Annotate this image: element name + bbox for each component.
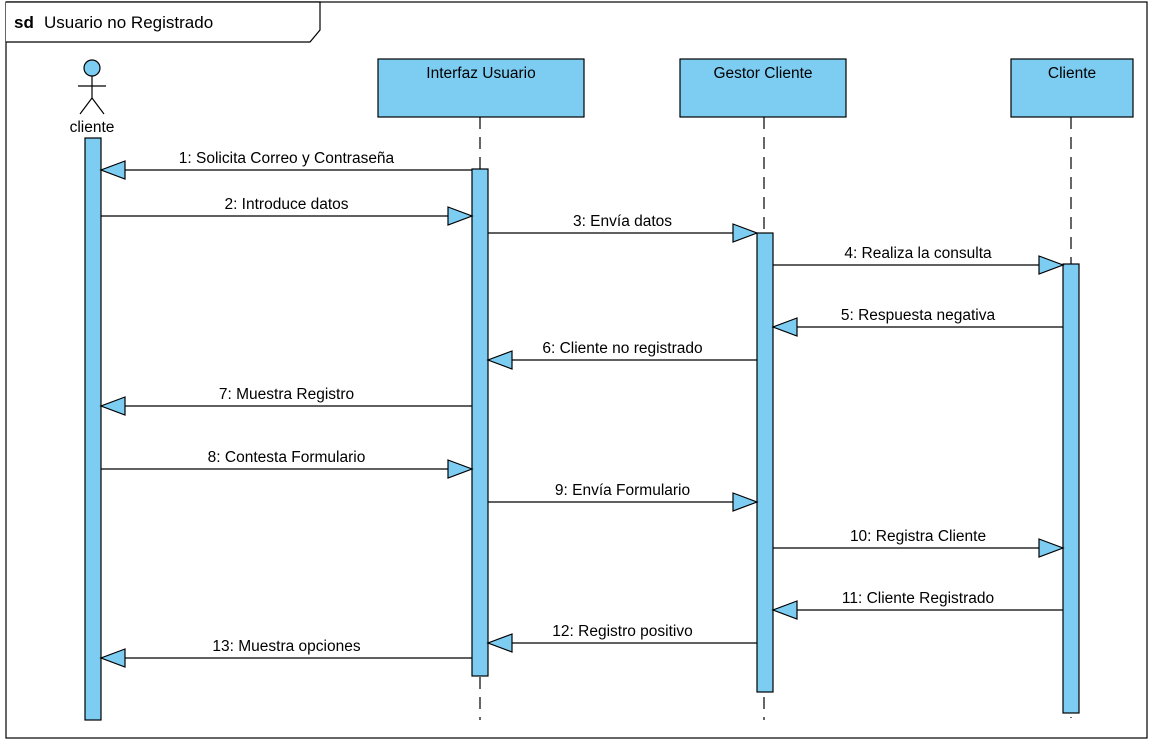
arrowhead-icon [771,317,798,337]
arrowhead-icon [447,206,474,226]
message-label: 13: Muestra opciones [212,638,360,655]
message-label: 4: Realiza la consulta [844,245,992,262]
message-label: 12: Registro positivo [552,623,692,640]
arrowhead-icon [99,396,126,416]
message-label: 10: Registra Cliente [850,528,986,545]
message-2: 2: Introduce datos [101,196,474,226]
stick-figure-icon [78,59,106,115]
message-3: 3: Envía datos [488,213,759,243]
arrowhead-icon [1038,538,1065,558]
lifeline-gestor: Gestor Cliente [679,58,847,118]
message-label: 1: Solicita Correo y Contraseña [179,150,395,167]
activation-actor [84,137,102,721]
messages: 1: Solicita Correo y Contraseña 2: Introd… [99,150,1065,668]
lifeline-head-cliente-obj [1010,58,1134,118]
arrowhead-icon [486,633,513,653]
arrowhead-icon [771,600,798,620]
frame-title: Usuario no Registrado [44,13,213,32]
message-1: 1: Solicita Correo y Contraseña [99,150,472,180]
message-7: 7: Muestra Registro [99,386,472,416]
message-13: 13: Muestra opciones [99,638,472,668]
arrowhead-icon [732,223,759,243]
frame-tab [6,1,321,43]
message-6: 6: Cliente no registrado [486,340,757,370]
message-12: 12: Registro positivo [486,623,757,653]
message-11: 11: Cliente Registrado [771,590,1063,620]
frame-keyword: sd [14,13,34,32]
message-label: 5: Respuesta negativa [841,307,996,324]
frame-border [5,1,1148,739]
lifeline-head-interfaz [377,58,585,118]
message-label: 8: Contesta Formulario [208,449,366,466]
message-label: 11: Cliente Registrado [842,590,994,607]
actor: cliente [70,59,115,136]
message-label: 9: Envía Formulario [555,482,690,499]
activation-interfaz [471,168,489,677]
lifeline-label-interfaz: Interfaz Usuario [426,65,535,82]
message-label: 3: Envía datos [573,213,672,230]
message-4: 4: Realiza la consulta [773,245,1065,275]
arrowhead-icon [486,350,513,370]
message-8: 8: Contesta Formulario [101,449,474,479]
message-label: 6: Cliente no registrado [542,340,702,357]
arrowhead-icon [447,459,474,479]
actor-label: cliente [70,119,115,136]
lifeline-head-gestor [679,58,847,118]
lifeline-interfaz: Interfaz Usuario [377,58,585,118]
arrowhead-icon [99,160,126,180]
message-5: 5: Respuesta negativa [771,307,1063,337]
arrowhead-icon [99,648,126,668]
message-9: 9: Envía Formulario [488,482,759,512]
lifeline-label-gestor: Gestor Cliente [713,65,812,82]
arrowhead-icon [732,492,759,512]
arrowhead-icon [1038,255,1065,275]
message-label: 7: Muestra Registro [219,386,354,403]
lifeline-cliente-obj: Cliente [1010,58,1134,118]
activation-gestor [756,232,774,693]
lifeline-label-cliente-obj: Cliente [1048,65,1096,82]
message-label: 2: Introduce datos [224,196,348,213]
frame: sd Usuario no Registrado [5,1,1148,739]
activation-cliente-obj [1062,263,1080,714]
message-10: 10: Registra Cliente [773,528,1065,558]
